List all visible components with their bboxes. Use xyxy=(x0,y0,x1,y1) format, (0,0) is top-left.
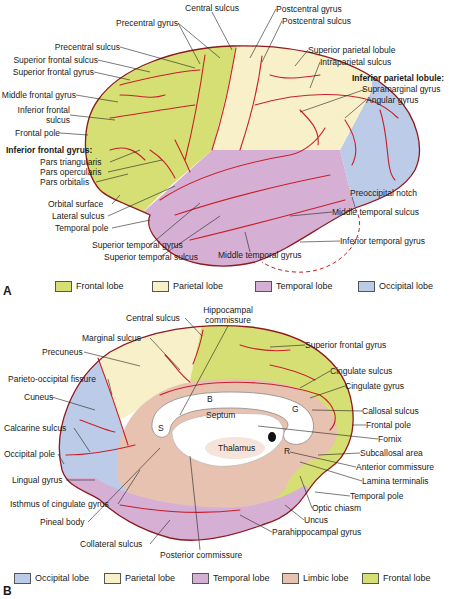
structure-label: S xyxy=(158,423,164,433)
structure-label: Calcarine sulcus xyxy=(4,423,66,433)
structure-label: Posterior commissure xyxy=(160,550,242,560)
structure-label: Pars orbitalis xyxy=(40,177,89,187)
structure-label: Cingulate gyrus xyxy=(345,381,404,391)
structure-label: Marginal sulcus xyxy=(82,333,141,343)
legend-text: Limbic lobe xyxy=(303,573,349,584)
legend-text: Occipital lobe xyxy=(35,573,89,584)
structure-label: Lamina terminalis xyxy=(362,476,429,486)
structure-label: Superior parietal lobule xyxy=(308,45,395,55)
structure-label: Precuneus xyxy=(42,347,83,357)
structure-label: Cuneus xyxy=(24,392,53,402)
structure-label: Septum xyxy=(206,410,235,420)
structure-label: Parieto-occipital fissure xyxy=(8,374,96,384)
legend-text: Parietal lobe xyxy=(173,281,223,292)
structure-label: Hippocampal commissure xyxy=(197,305,259,325)
structure-label: Optic chiasm xyxy=(312,503,361,513)
panel-label: A xyxy=(3,284,12,298)
structure-label: Frontal pole xyxy=(366,420,411,430)
structure-label: Superior frontal gyrus xyxy=(305,340,386,350)
structure-label: Precentral sulcus xyxy=(55,42,120,52)
structure-label: Cingulate sulcus xyxy=(330,366,392,376)
structure-label: Fornix xyxy=(378,434,402,444)
structure-label: B xyxy=(207,394,213,404)
structure-label: Superior frontal gyrus xyxy=(13,67,94,77)
structure-label: Subcallosal area xyxy=(360,448,423,458)
structure-label: Inferior parietal lobule: xyxy=(352,73,444,83)
structure-label: Occipital pole xyxy=(4,449,55,459)
structure-label: Superior frontal sulcus xyxy=(13,55,98,65)
structure-label: Superior temporal gyrus xyxy=(92,240,183,250)
structure-label: Preoccipital notch xyxy=(350,188,417,198)
structure-label: R xyxy=(284,446,290,456)
structure-label: Postcentral gyrus xyxy=(276,4,342,14)
legend-text: Frontal lobe xyxy=(76,281,124,292)
structure-label: Temporal pole xyxy=(350,491,403,501)
legend-text: Temporal lobe xyxy=(213,573,270,584)
legend-swatch xyxy=(362,573,379,584)
legend-swatch xyxy=(255,281,272,292)
structure-label: Isthmus of cingulate gyrus xyxy=(10,499,109,509)
structure-label: Pars triangularis xyxy=(40,157,101,167)
structure-label: Middle temporal sulcus xyxy=(332,207,419,217)
structure-label: Superior temporal sulcus xyxy=(104,252,198,262)
leader-lines xyxy=(52,318,378,550)
structure-label: Inferior frontal gyrus: xyxy=(6,145,92,155)
structure-label: Anterior commissure xyxy=(356,462,434,472)
legend-swatch xyxy=(152,281,169,292)
diencephalon xyxy=(172,413,283,466)
thalamus-shading xyxy=(205,437,265,459)
structure-label: Uncus xyxy=(304,515,328,525)
legend-swatch xyxy=(104,573,121,584)
structure-label: Supramarginal gyrus xyxy=(362,84,440,94)
structure-label: Frontal pole xyxy=(15,128,60,138)
structure-label: Lateral sulcus xyxy=(52,211,104,221)
structure-label: Middle temporal gyrus xyxy=(218,250,302,260)
interventricular-foramen xyxy=(268,432,276,442)
structure-label: Angular gyrus xyxy=(366,95,418,105)
legend-text: Parietal lobe xyxy=(125,573,175,584)
structure-label: Central sulcus xyxy=(126,313,180,323)
structure-label: Callosal sulcus xyxy=(362,406,419,416)
structure-label: Intraparietal sulcus xyxy=(320,57,391,67)
legend-text: Frontal lobe xyxy=(383,573,431,584)
structure-label: Middle frontal gyrus xyxy=(2,90,76,100)
parietal-region xyxy=(212,0,372,150)
panel-label: B xyxy=(3,584,12,598)
structure-label: Parahippocampal gyrus xyxy=(272,527,361,537)
structure-label: Pineal body xyxy=(40,517,84,527)
frontal-region xyxy=(0,0,238,300)
structure-label: Precentral gyrus xyxy=(116,18,178,28)
legend-swatch xyxy=(192,573,209,584)
structure-label: Lingual gyrus xyxy=(12,475,63,485)
legend-swatch xyxy=(282,573,299,584)
structure-label: Postcentral sulcus xyxy=(282,16,351,26)
legend-text: Occipital lobe xyxy=(379,281,433,292)
structure-label: Inferior temporal gyrus xyxy=(340,236,425,246)
structure-label: Central sulcus xyxy=(172,3,252,13)
structure-label: Orbital surface xyxy=(48,199,103,209)
structure-label: G xyxy=(292,404,299,414)
legend-swatch xyxy=(14,573,31,584)
structure-label: Collateral sulcus xyxy=(80,539,142,549)
legend-swatch xyxy=(55,281,72,292)
legend-text: Temporal lobe xyxy=(276,281,333,292)
structure-label: Inferior frontal sulcus xyxy=(10,105,70,125)
legend-swatch xyxy=(358,281,375,292)
temporal-region xyxy=(60,478,318,599)
structure-label: Temporal pole xyxy=(55,223,108,233)
structure-label: Thalamus xyxy=(218,443,255,453)
structure-label: Pars opercularis xyxy=(40,167,101,177)
